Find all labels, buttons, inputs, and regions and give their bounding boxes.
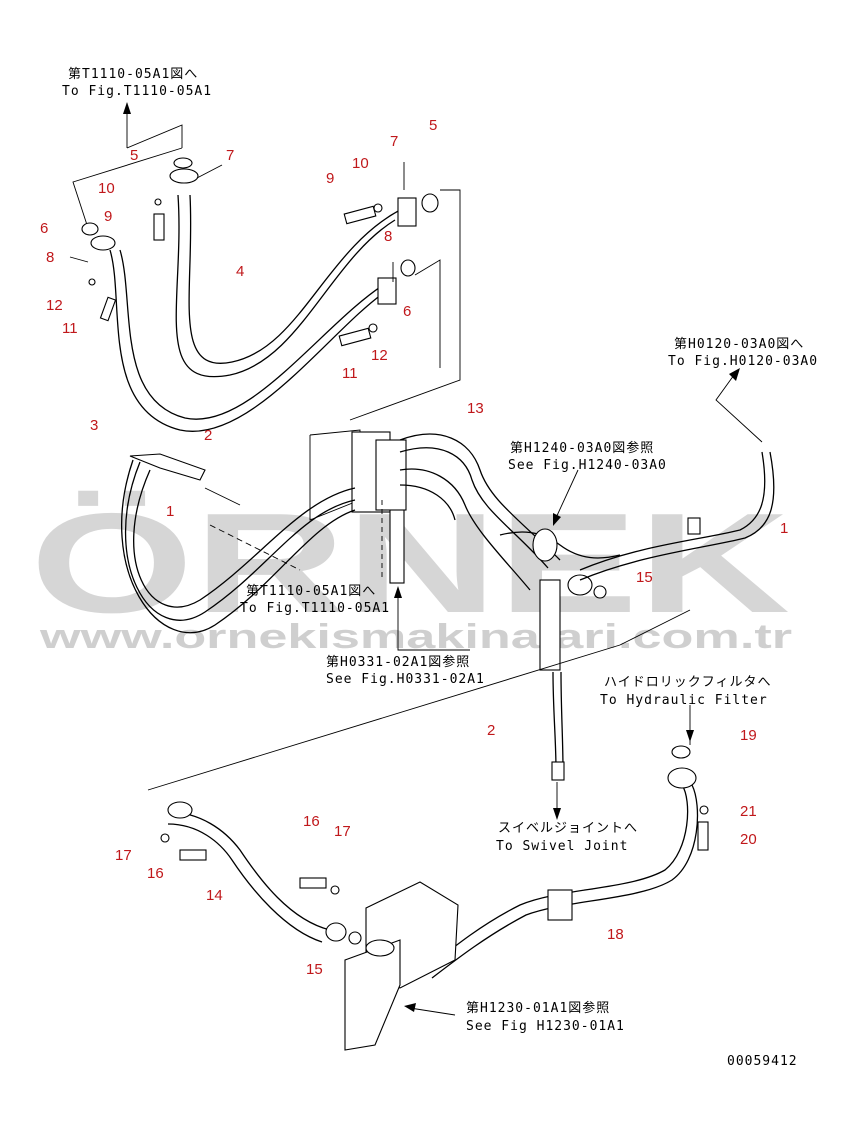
ref-filter-jp: ハイドロリックフィルタへ — [604, 675, 771, 690]
hose-3 — [109, 249, 386, 432]
callout-5-top: 5 — [130, 147, 138, 164]
hose-1-right — [579, 451, 766, 571]
callout-3: 3 — [90, 417, 98, 434]
line-art — [69, 102, 775, 1051]
pipe-14 — [167, 811, 331, 931]
callout-16-upper: 16 — [303, 813, 320, 830]
callout-4: 4 — [236, 263, 244, 280]
ref-h1240-en: See Fig.H1240-03A0 — [508, 458, 667, 473]
callout-19: 19 — [740, 727, 757, 744]
ref-t1110-mid-en: To Fig.T1110-05A1 — [240, 601, 390, 616]
callout-6-right: 6 — [403, 303, 411, 320]
callout-1-left: 1 — [166, 503, 174, 520]
callout-13: 13 — [467, 400, 484, 417]
callout-15-lower: 15 — [306, 961, 323, 978]
hose-2 — [552, 671, 557, 771]
callout-7-right: 7 — [390, 133, 398, 150]
callout-11-left: 11 — [62, 320, 78, 337]
ref-h1230-jp: 第H1230-01A1図参照 — [466, 1000, 610, 1016]
callout-8-left: 8 — [46, 249, 54, 266]
callout-9-right: 9 — [326, 170, 334, 187]
reference-labels: 第T1110-05A1図へ To Fig.T1110-05A1 第H0120-0… — [62, 67, 818, 1034]
callout-8-right: 8 — [384, 228, 392, 245]
callout-17-lower: 17 — [115, 847, 132, 864]
ref-t1110-top-en: To Fig.T1110-05A1 — [62, 84, 212, 99]
callout-20: 20 — [740, 831, 757, 848]
callout-9-left: 9 — [104, 208, 112, 225]
drawing-number: 00059412 — [727, 1054, 798, 1069]
callout-15-upper: 15 — [636, 569, 653, 586]
callout-6-left: 6 — [40, 220, 48, 237]
ref-filter-en: To Hydraulic Filter — [600, 693, 768, 708]
callout-2-lower: 2 — [487, 722, 495, 739]
callout-17-upper: 17 — [334, 823, 351, 840]
callouts: 5 7 10 9 6 8 12 11 4 3 2 1 9 10 7 5 8 6 … — [40, 117, 788, 978]
callout-14: 14 — [206, 887, 223, 904]
callout-12-right: 12 — [371, 347, 388, 364]
callout-7-top: 7 — [226, 147, 234, 164]
ref-t1110-mid-jp: 第T1110-05A1図へ — [246, 584, 376, 599]
callout-11-right: 11 — [342, 365, 358, 382]
callout-1-right: 1 — [780, 520, 788, 537]
callout-16-lower: 16 — [147, 865, 164, 882]
callout-12-left: 12 — [46, 297, 63, 314]
watermark-brand: ÖRNEK — [30, 484, 790, 643]
ref-t1110-top-jp: 第T1110-05A1図へ — [68, 67, 198, 82]
callout-18: 18 — [607, 926, 624, 943]
hose-1-left — [133, 469, 356, 608]
callout-21: 21 — [740, 803, 757, 820]
ref-h0120-en: To Fig.H0120-03A0 — [668, 354, 818, 369]
ref-h1240-jp: 第H1240-03A0図参照 — [510, 440, 654, 456]
ref-h0331-en: See Fig.H0331-02A1 — [326, 672, 485, 687]
callout-5-right: 5 — [429, 117, 437, 134]
ref-h1230-en: See Fig H1230-01A1 — [466, 1019, 625, 1034]
ref-swivel-jp: スイベルジョイントへ — [498, 821, 638, 836]
callout-2-upper: 2 — [204, 427, 212, 444]
pipe-18 — [424, 784, 689, 971]
callout-10-left: 10 — [98, 180, 115, 197]
hose-4 — [175, 194, 396, 378]
ref-h0331-jp: 第H0331-02A1図参照 — [326, 654, 470, 670]
watermark: ÖRNEK www.ornekismakinalari.com.tr — [30, 484, 792, 656]
callout-10-right: 10 — [352, 155, 369, 172]
ref-swivel-en: To Swivel Joint — [496, 839, 628, 854]
ref-h0120-jp: 第H0120-03A0図へ — [674, 337, 804, 352]
